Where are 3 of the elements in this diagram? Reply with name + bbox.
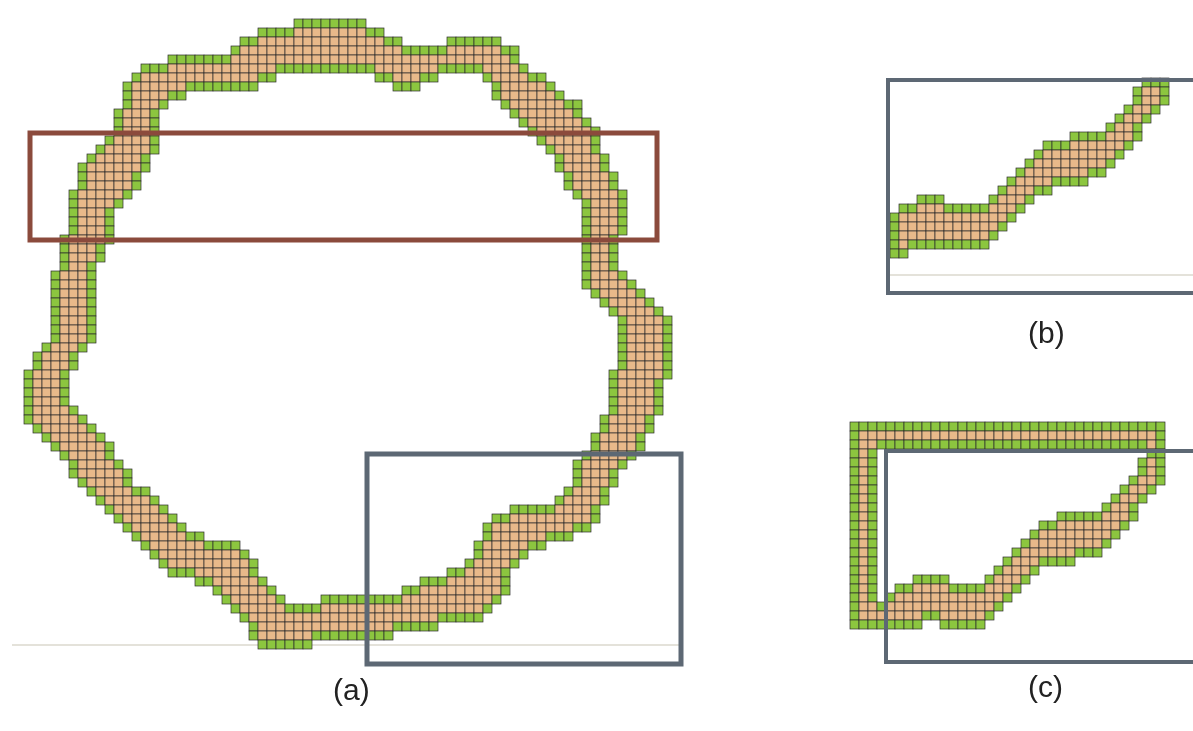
panel-label: (c) — [1028, 672, 1063, 702]
panel-label: (a) — [333, 675, 370, 705]
panel-label: (b) — [1028, 318, 1065, 348]
